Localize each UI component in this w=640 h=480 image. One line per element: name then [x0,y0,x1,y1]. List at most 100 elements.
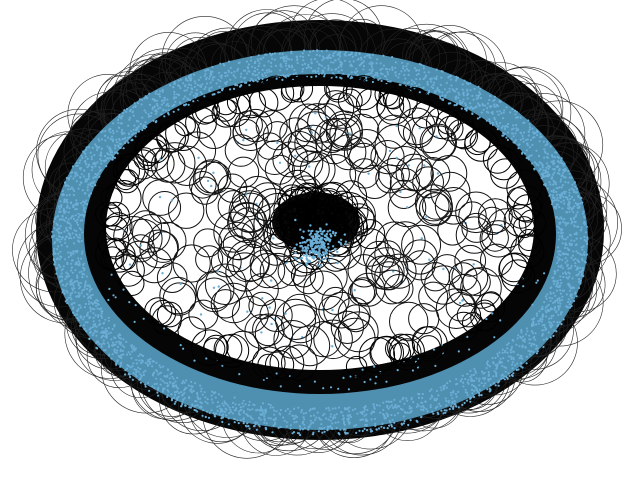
node [535,314,539,317]
node [546,305,549,308]
node [557,308,560,311]
node [405,397,408,400]
inner-edge-arc [191,329,228,367]
node [521,357,524,360]
node [130,346,133,349]
node [392,270,395,273]
node [349,375,352,378]
node [61,193,64,196]
node [558,321,561,324]
node [119,356,122,359]
node [66,245,69,248]
node [577,225,580,228]
node [71,302,74,305]
node [435,68,438,71]
inner-edge-arc [448,311,479,342]
node [71,171,74,174]
self-loop [126,234,155,263]
node [402,415,405,418]
node [390,413,393,417]
node [216,405,219,408]
self-loop [448,262,478,292]
node [541,305,544,308]
node [233,396,236,399]
node [327,406,330,409]
node [578,270,581,273]
hub-node [324,257,327,260]
node [264,53,267,56]
self-loop [303,270,344,311]
node [56,266,59,270]
node [135,370,138,374]
node [380,425,383,428]
node [158,95,162,98]
node [201,83,204,86]
node [121,138,124,141]
node [162,101,165,104]
node [155,102,159,106]
node [457,96,460,99]
node [261,68,264,72]
node [560,217,563,220]
node [282,416,285,419]
node [373,407,376,410]
node [551,194,555,197]
node [335,413,338,416]
node [512,350,515,353]
node [128,116,132,119]
node [71,165,75,168]
node [138,98,142,101]
node [382,401,385,404]
node [76,309,79,312]
node [325,407,328,410]
node [519,116,522,119]
node [579,202,582,205]
node [95,304,98,308]
node [549,307,552,310]
node [551,201,554,204]
node [362,65,365,68]
node [53,234,56,237]
node [279,69,282,72]
node [204,415,207,419]
node [155,382,158,385]
node [65,206,68,209]
node [110,338,113,341]
node [74,250,77,253]
node [417,404,420,407]
node [57,245,60,248]
node [73,301,76,304]
self-loop [481,224,509,252]
node [346,407,349,410]
node [128,301,131,304]
node [369,428,372,431]
node [311,70,315,73]
node [496,355,500,358]
node [500,377,503,380]
self-loop [231,295,269,333]
node [117,121,120,124]
node [528,353,532,356]
node [112,132,115,135]
node [287,75,290,78]
node [541,329,544,332]
node [61,214,64,217]
node [550,322,553,325]
node [183,89,186,92]
node [151,106,154,109]
node [571,220,574,223]
node [436,405,439,408]
node [481,370,484,373]
node [445,81,448,84]
node [560,157,563,160]
node [156,93,159,96]
node [423,164,426,167]
node [488,390,491,393]
node [549,299,552,302]
node [60,238,63,241]
node [525,142,529,145]
node [461,100,464,103]
node [550,314,553,318]
node [548,324,552,327]
node [413,67,417,70]
